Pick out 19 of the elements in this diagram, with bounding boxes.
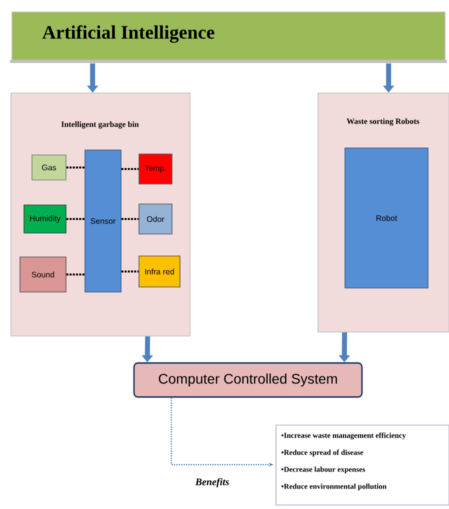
panel-heading: Intelligent garbage bin bbox=[61, 121, 139, 129]
banner-title: Artificial Intelligence bbox=[42, 25, 214, 43]
robot-box: Robot bbox=[344, 148, 428, 288]
dotted-line bbox=[66, 166, 85, 168]
dotted-line bbox=[121, 218, 139, 220]
sensor-box: Odor bbox=[138, 204, 172, 234]
dotted-line bbox=[66, 274, 85, 276]
dotted-line bbox=[121, 168, 139, 170]
dotted-line bbox=[66, 218, 85, 220]
sensor-box: Temp. bbox=[138, 154, 172, 184]
dotted-line bbox=[121, 270, 139, 272]
sensor-column: Sensor bbox=[84, 150, 122, 292]
sensor-box: Humidity bbox=[24, 204, 66, 234]
sensor-box: Sound bbox=[20, 256, 66, 292]
system-box: Computer Controlled System bbox=[133, 362, 363, 398]
sensor-box: Gas bbox=[32, 154, 66, 180]
panel-heading: Waste sorting Robots bbox=[346, 118, 420, 126]
sensor-box: Infra red bbox=[138, 256, 180, 288]
edge-label: Benefits bbox=[195, 478, 229, 488]
